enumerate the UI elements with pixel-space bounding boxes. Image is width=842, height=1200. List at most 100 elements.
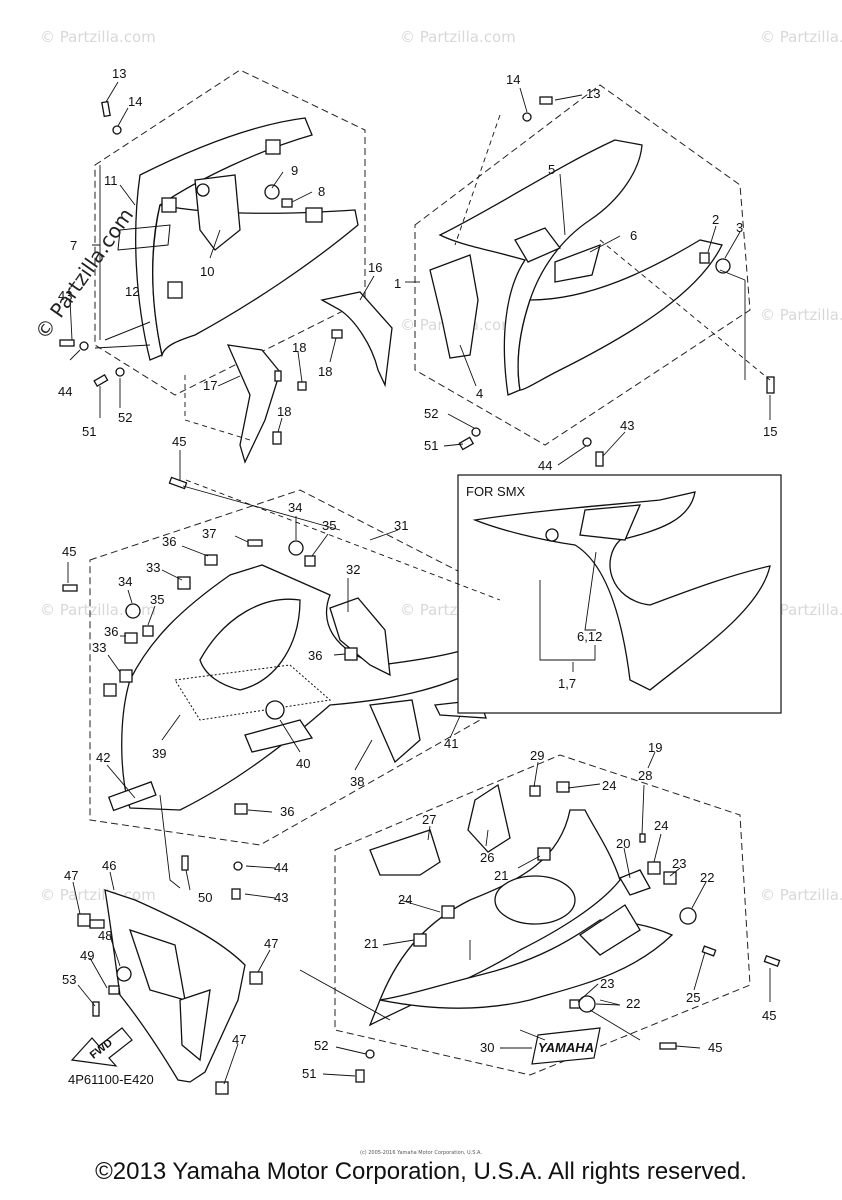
leader-lines — [67, 81, 771, 1085]
callout-8: 8 — [318, 184, 325, 199]
callout-10: 10 — [200, 264, 214, 279]
callout-22: 22 — [700, 870, 714, 885]
side-panel-lower — [368, 783, 674, 1027]
inner-panel-left — [135, 117, 359, 361]
callout-46: 46 — [102, 858, 116, 873]
callout-36: 36 — [308, 648, 322, 663]
callout-21: 21 — [364, 936, 378, 951]
callout-1-7: 1,7 — [558, 676, 576, 691]
callout-20: 20 — [616, 836, 630, 851]
callout-23: 23 — [600, 976, 614, 991]
watermark: © Partzilla.com — [760, 28, 842, 46]
callout-51: 51 — [424, 438, 438, 453]
callout-40: 40 — [296, 756, 310, 771]
callout-32: 32 — [346, 562, 360, 577]
callout-28: 28 — [638, 768, 652, 783]
callout-27: 27 — [422, 812, 436, 827]
callout-36: 36 — [104, 624, 118, 639]
callout-35: 35 — [150, 592, 164, 607]
callout-47: 47 — [232, 1032, 246, 1047]
callout-18: 18 — [277, 404, 291, 419]
callout-33: 33 — [146, 560, 160, 575]
callout-43: 43 — [620, 418, 634, 433]
callout-5: 5 — [548, 162, 555, 177]
callout-18: 18 — [318, 364, 332, 379]
callout-2: 2 — [712, 212, 719, 227]
callout-31: 31 — [394, 518, 408, 533]
callout-41: 41 — [444, 736, 458, 751]
callout-19: 19 — [648, 740, 662, 755]
watermark: © Partzilla.com — [400, 28, 516, 46]
callout-34: 34 — [288, 500, 302, 515]
fastener-group-middle — [62, 476, 358, 900]
bracket-group-center — [226, 291, 393, 464]
callout-45: 45 — [708, 1040, 722, 1055]
callout-43: 43 — [274, 890, 288, 905]
fastener-group-lower-right — [355, 781, 781, 1083]
callout-22: 22 — [626, 996, 640, 1011]
callout-44: 44 — [274, 860, 288, 875]
callout-6-12: 6,12 — [577, 629, 602, 644]
callout-30: 30 — [480, 1040, 494, 1055]
callout-52: 52 — [118, 410, 132, 425]
callout-47: 47 — [264, 936, 278, 951]
callout-12: 12 — [125, 284, 139, 299]
callout-52: 52 — [314, 1038, 328, 1053]
callout-45: 45 — [62, 544, 76, 559]
callout-7: 7 — [70, 238, 77, 253]
side-cowling-right — [429, 139, 731, 396]
callout-15: 15 — [763, 424, 777, 439]
callout-35: 35 — [322, 518, 336, 533]
callout-29: 29 — [530, 748, 544, 763]
callout-36: 36 — [280, 804, 294, 819]
callout-45: 45 — [172, 434, 186, 449]
callout-3: 3 — [736, 220, 743, 235]
diagram-code: 4P61100-E420 — [68, 1072, 154, 1087]
callout-16: 16 — [368, 260, 382, 275]
callout-39: 39 — [152, 746, 166, 761]
callout-labels: 13 14 11 7 9 8 10 12 43 44 51 52 17 18 1… — [58, 66, 777, 1081]
callout-9: 9 — [291, 163, 298, 178]
callout-14: 14 — [128, 94, 142, 109]
callout-44: 44 — [58, 384, 72, 399]
callout-11: 11 — [104, 173, 118, 188]
callout-38: 38 — [350, 774, 364, 789]
smx-cowling-variant — [472, 491, 771, 691]
callout-44: 44 — [538, 458, 552, 473]
watermark: © Partzilla.com — [40, 28, 156, 46]
callout-53: 53 — [62, 972, 76, 987]
callout-37: 37 — [202, 526, 216, 541]
callout-45: 45 — [762, 1008, 776, 1023]
callout-47: 47 — [64, 868, 78, 883]
callout-33: 33 — [92, 640, 106, 655]
callout-34: 34 — [118, 574, 132, 589]
callout-26: 26 — [480, 850, 494, 865]
callout-24: 24 — [654, 818, 668, 833]
callout-36: 36 — [162, 534, 176, 549]
callout-17: 17 — [203, 378, 217, 393]
yamaha-emblem: YAMAHA — [531, 1027, 601, 1065]
callout-43: 43 — [58, 288, 72, 303]
front-mount-bracket — [77, 889, 263, 1095]
assembly-outline-right-cowl — [414, 84, 751, 446]
watermark: © Partzilla.com — [760, 886, 842, 904]
assembly-outline-side-panel — [334, 754, 751, 1076]
fastener-group-left — [59, 100, 293, 387]
callout-4: 4 — [476, 386, 483, 401]
copyright-footer: ©2013 Yamaha Motor Corporation, U.S.A. A… — [95, 1158, 747, 1185]
callout-1: 1 — [394, 276, 401, 291]
callout-21: 21 — [494, 868, 508, 883]
callout-50: 50 — [198, 890, 212, 905]
inset-title: FOR SMX — [466, 484, 526, 499]
callout-49: 49 — [80, 948, 94, 963]
fastener-group-right — [458, 96, 775, 467]
under-cowling-front — [107, 564, 487, 812]
callout-13: 13 — [112, 66, 126, 81]
fwd-arrow-icon: FWD — [70, 1027, 133, 1067]
callout-23: 23 — [672, 856, 686, 871]
callout-24: 24 — [602, 778, 616, 793]
callout-42: 42 — [96, 750, 110, 765]
callout-18: 18 — [292, 340, 306, 355]
assembly-outline-lower-cowl — [89, 489, 496, 846]
